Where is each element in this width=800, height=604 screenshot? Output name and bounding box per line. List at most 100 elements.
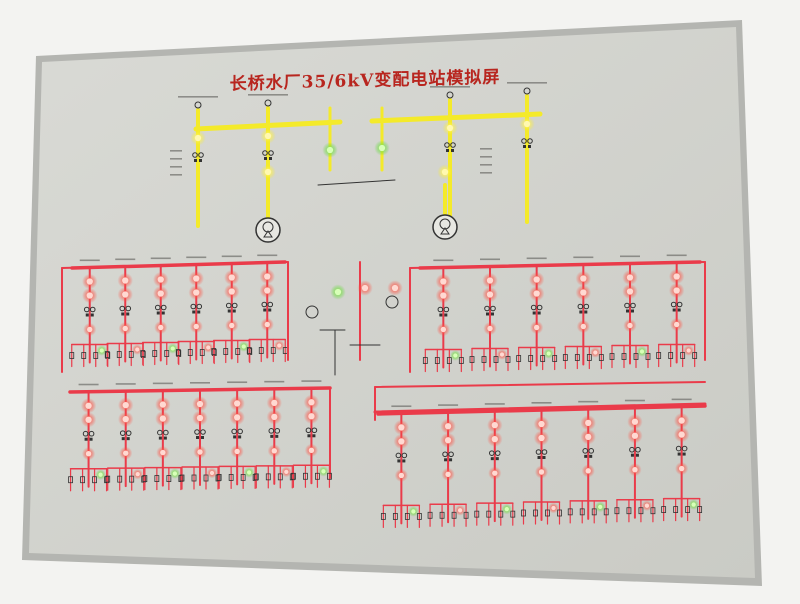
upper-6kv-section <box>61 254 706 376</box>
panel-face <box>29 27 755 578</box>
label-stub <box>666 254 687 257</box>
breaker-symbol <box>463 511 469 519</box>
label-stub <box>484 403 505 405</box>
breaker-symbol <box>211 348 217 355</box>
breaker-symbol <box>105 475 111 483</box>
breaker-symbol <box>685 506 691 513</box>
indicator-lamp <box>160 449 166 456</box>
indicator-lamp <box>538 434 545 442</box>
indicator-lamp <box>580 323 587 330</box>
label-stub <box>438 404 459 406</box>
breaker-symbol <box>223 348 229 355</box>
meter-symbol <box>402 459 406 463</box>
breaker-symbol <box>661 506 667 513</box>
indicator-lamp <box>122 291 129 298</box>
breaker-symbol <box>81 352 87 359</box>
label-stub <box>257 254 278 257</box>
indicator-lamp <box>264 132 272 140</box>
indicator-lamp <box>499 352 505 357</box>
ct-symbol <box>582 448 589 454</box>
breaker-symbol <box>164 350 170 357</box>
indicator-lamp <box>686 348 691 353</box>
label-stub <box>150 257 171 260</box>
meter-symbol <box>630 453 634 457</box>
breaker-symbol <box>540 355 546 362</box>
breaker-symbol <box>142 475 148 482</box>
breaker-symbol <box>510 510 516 518</box>
breaker-symbol <box>252 474 258 481</box>
label-stub <box>480 258 500 261</box>
breaker-symbol <box>516 355 522 362</box>
ct-symbol <box>154 304 161 311</box>
breaker-symbol <box>235 348 241 355</box>
meter-symbol <box>161 311 165 315</box>
label-stub <box>526 257 547 260</box>
label-stub <box>480 148 492 150</box>
indicator-lamp <box>284 469 289 475</box>
indicator-lamp <box>504 506 509 512</box>
transformer-winding <box>263 230 273 238</box>
indicator-lamp <box>492 470 498 476</box>
indicator-lamp <box>196 414 204 422</box>
breaker-symbol <box>141 475 147 483</box>
label-stub <box>671 398 692 401</box>
label-stub <box>152 382 173 385</box>
breaker-symbol <box>175 349 181 356</box>
indicator-lamp <box>378 144 386 152</box>
breaker-symbol <box>404 513 410 520</box>
breaker-symbol <box>380 513 386 520</box>
indicator-lamp <box>639 349 645 354</box>
breaker-symbol <box>645 353 651 360</box>
breaker-symbol <box>216 474 222 481</box>
ct-symbol <box>83 306 90 313</box>
meter-symbol <box>192 310 196 314</box>
indicator-lamp <box>193 275 200 282</box>
meter-symbol <box>532 311 536 315</box>
breaker-symbol <box>93 352 99 359</box>
ct-symbol <box>268 428 275 434</box>
label-stub <box>480 164 492 166</box>
meter-symbol <box>397 459 401 463</box>
indicator-lamp <box>196 400 204 408</box>
indicator-lamp <box>538 469 545 475</box>
indicator-lamp <box>598 504 603 510</box>
indicator-lamp <box>444 437 452 444</box>
meter-symbol <box>126 437 130 441</box>
indicator-lamp <box>585 468 591 474</box>
indicator-lamp <box>411 509 416 514</box>
indicator-lamp <box>246 470 252 475</box>
indicator-lamp <box>122 415 129 423</box>
indicator-lamp <box>122 325 128 332</box>
indicator-lamp <box>122 401 129 409</box>
ct-symbol <box>262 150 268 156</box>
meter-symbol <box>232 309 236 313</box>
ct-symbol <box>274 428 281 434</box>
breaker-symbol <box>673 506 679 513</box>
breaker-symbol <box>656 352 662 359</box>
ct-symbol <box>488 450 495 456</box>
breaker-symbol <box>203 474 209 482</box>
breaker-symbol <box>493 356 499 363</box>
breaker-symbol <box>104 351 110 358</box>
indicator-lamp <box>627 322 633 329</box>
meter-symbol <box>238 435 242 439</box>
ct-symbol <box>530 304 537 311</box>
ct-symbol <box>448 451 454 458</box>
label-stub <box>578 400 599 403</box>
breaker-symbol <box>427 511 433 519</box>
transformer-winding <box>440 227 450 235</box>
indicator-lamp <box>172 471 178 476</box>
indicator-lamp <box>87 326 93 333</box>
indicator-lamp <box>673 287 680 294</box>
breaker-symbol <box>521 509 526 517</box>
meter-symbol <box>264 157 267 160</box>
meter-symbol <box>268 308 272 312</box>
indicator-lamp <box>673 321 680 328</box>
breaker-symbol <box>498 510 504 518</box>
meter-symbol <box>491 312 494 316</box>
breaker-symbol <box>140 350 146 357</box>
indicator-lamp <box>398 424 405 431</box>
breaker-symbol <box>253 473 259 481</box>
breaker-symbol <box>228 474 234 481</box>
